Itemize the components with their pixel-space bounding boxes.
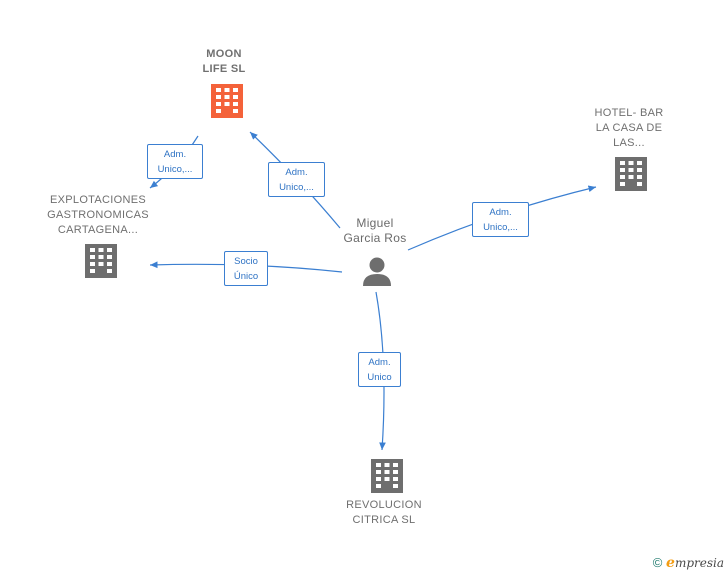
label-line: LIFE SL [202, 63, 246, 75]
copyright-symbol: © [652, 555, 663, 570]
label-line: MOON [206, 48, 242, 60]
edge-label-line: Adm. [163, 149, 187, 160]
brand-initial: e [666, 555, 675, 571]
building-icon-explotaciones [85, 244, 117, 278]
edge-label-line: Adm. [368, 357, 391, 368]
node-label-person: Miguel Garcia Ros [330, 216, 420, 246]
building-icon-moon-life [211, 84, 243, 118]
building-icon-revolucion [371, 459, 403, 493]
empresia-watermark: © empresia [653, 555, 724, 571]
edge-label-line: Unico,... [279, 182, 314, 193]
label-line: Miguel [356, 216, 394, 230]
person-icon [363, 257, 391, 286]
label-line: HOTEL- BAR [594, 107, 664, 119]
label-line: LAS... [613, 137, 645, 149]
label-line: Garcia Ros [343, 231, 407, 245]
node-label-revolucion: REVOLUCION CITRICA SL [334, 498, 434, 528]
edge-label-line: Adm. [285, 167, 308, 178]
building-icon-hotel-bar [615, 157, 647, 191]
label-line: EXPLOTACIONES [50, 194, 146, 206]
node-label-moon-life: MOON LIFE SL [184, 47, 264, 77]
edge-label-line: Socio [234, 256, 258, 267]
label-line: CARTAGENA... [57, 224, 139, 236]
edge-label-person-revolucion[interactable]: Adm. Unico [358, 352, 401, 387]
edge-label-line: Unico,... [483, 222, 518, 233]
edge-label-person-explotaciones[interactable]: Socio Único [224, 251, 268, 286]
label-line: GASTRONOMICAS [47, 209, 149, 221]
brand-name: mpresia [674, 556, 724, 570]
edge-label-person-hotel-bar[interactable]: Adm. Unico,... [472, 202, 529, 237]
label-line: CITRICA SL [352, 514, 416, 526]
edge-label-person-moon-life[interactable]: Adm. Unico,... [268, 162, 325, 197]
edge-label-moon-life-explotaciones[interactable]: Adm. Unico,... [147, 144, 203, 179]
edge-label-line: Adm. [489, 207, 512, 218]
label-line: LA CASA DE [595, 122, 663, 134]
node-label-explotaciones: EXPLOTACIONES GASTRONOMICAS CARTAGENA... [38, 193, 158, 238]
label-line: REVOLUCION [346, 499, 422, 511]
edge-label-line: Unico [367, 372, 392, 383]
edge-label-line: Unico,... [157, 164, 193, 175]
edge-label-line: Único [233, 271, 259, 282]
node-label-hotel-bar: HOTEL- BAR LA CASA DE LAS... [584, 106, 674, 151]
